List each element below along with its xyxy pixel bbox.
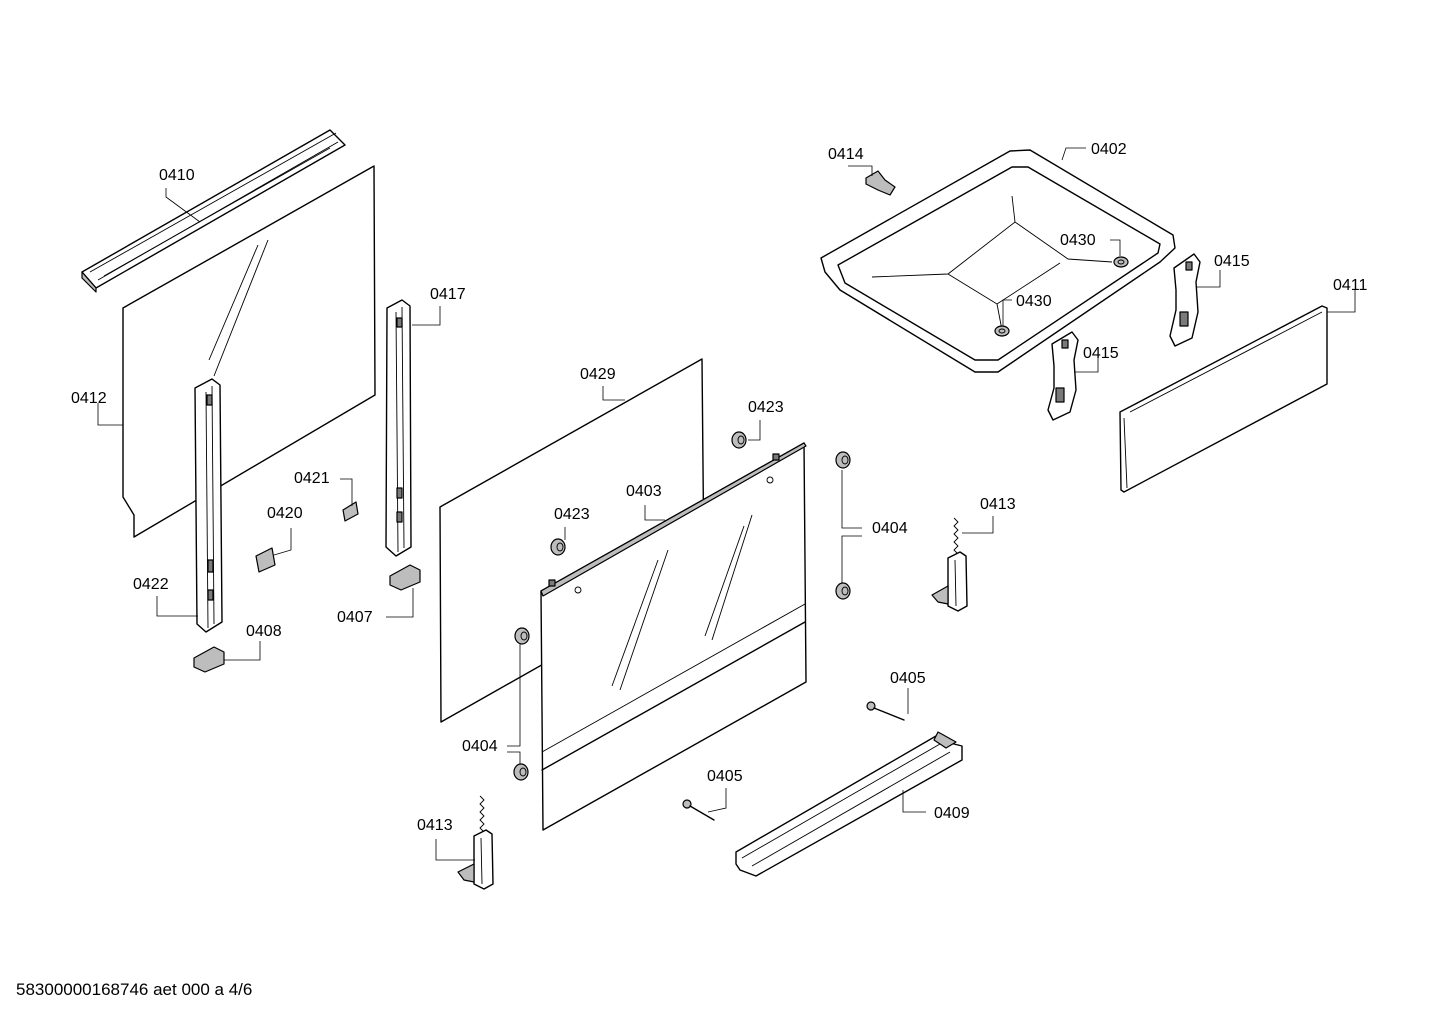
part-0404-bumper-left-top bbox=[514, 627, 530, 645]
label-0405-left: 0405 bbox=[707, 768, 743, 785]
label-0404-right: 0404 bbox=[872, 520, 908, 537]
label-0411: 0411 bbox=[1333, 277, 1368, 294]
part-0423-bumper-top bbox=[731, 431, 747, 449]
part-0404-bumper-right-top bbox=[835, 451, 851, 469]
part-0417-side-rail bbox=[385, 299, 412, 557]
label-0407: 0407 bbox=[337, 609, 373, 626]
part-0402-tray bbox=[820, 149, 1176, 373]
part-0403-door-front bbox=[540, 442, 807, 831]
part-0407-hinge-bracket bbox=[389, 564, 421, 591]
part-0414-bracket bbox=[865, 170, 896, 196]
part-0405-screw-right bbox=[866, 701, 905, 721]
part-0404-bumper-left-bottom bbox=[513, 763, 529, 781]
leader-lines bbox=[97, 147, 1356, 861]
part-0411-glass-panel bbox=[1119, 305, 1328, 493]
label-0423-top: 0423 bbox=[748, 399, 784, 416]
label-0423-mid: 0423 bbox=[554, 506, 590, 523]
part-0404-bumper-right-bottom bbox=[835, 582, 851, 600]
label-0430-top: 0430 bbox=[1060, 232, 1096, 249]
label-0413-left: 0413 bbox=[417, 817, 453, 834]
part-0421-clip bbox=[342, 501, 359, 522]
label-0405-right: 0405 bbox=[890, 670, 926, 687]
part-0423-bumper-mid bbox=[550, 538, 566, 556]
label-0415-right: 0415 bbox=[1214, 253, 1250, 270]
label-0412: 0412 bbox=[71, 390, 107, 407]
label-0421: 0421 bbox=[294, 470, 330, 487]
part-0405-screw-left bbox=[682, 799, 715, 821]
part-0420-clip bbox=[255, 547, 276, 573]
part-0412-glass-panel bbox=[122, 165, 376, 538]
document-footer: 58300000168746 aet 000 a 4/6 bbox=[16, 980, 253, 999]
label-0413-right: 0413 bbox=[980, 496, 1016, 513]
label-0414: 0414 bbox=[828, 146, 864, 163]
label-0409: 0409 bbox=[934, 805, 970, 822]
part-labels: 0410 0412 0417 0421 0420 0422 0408 0407 … bbox=[71, 141, 1368, 834]
label-0429: 0429 bbox=[580, 366, 616, 383]
part-0410-top-trim bbox=[81, 129, 346, 293]
label-0417: 0417 bbox=[430, 286, 466, 303]
part-0413-hinge-arm-right bbox=[931, 517, 968, 612]
part-0413-hinge-arm-left bbox=[457, 795, 494, 890]
label-0420: 0420 bbox=[267, 505, 303, 522]
label-0415-left: 0415 bbox=[1083, 345, 1119, 362]
label-0403: 0403 bbox=[626, 483, 662, 500]
part-0408-hinge-bracket bbox=[193, 646, 225, 673]
label-0404-left: 0404 bbox=[462, 738, 498, 755]
label-0402: 0402 bbox=[1091, 141, 1127, 158]
part-0415-hinge-right bbox=[1169, 253, 1201, 347]
label-0422: 0422 bbox=[133, 576, 169, 593]
label-0410: 0410 bbox=[159, 167, 195, 184]
part-0415-hinge-left bbox=[1047, 331, 1079, 421]
label-0430-mid: 0430 bbox=[1016, 293, 1052, 310]
label-0408: 0408 bbox=[246, 623, 282, 640]
part-0409-handle bbox=[735, 731, 963, 877]
part-0422-side-rail bbox=[194, 378, 223, 633]
